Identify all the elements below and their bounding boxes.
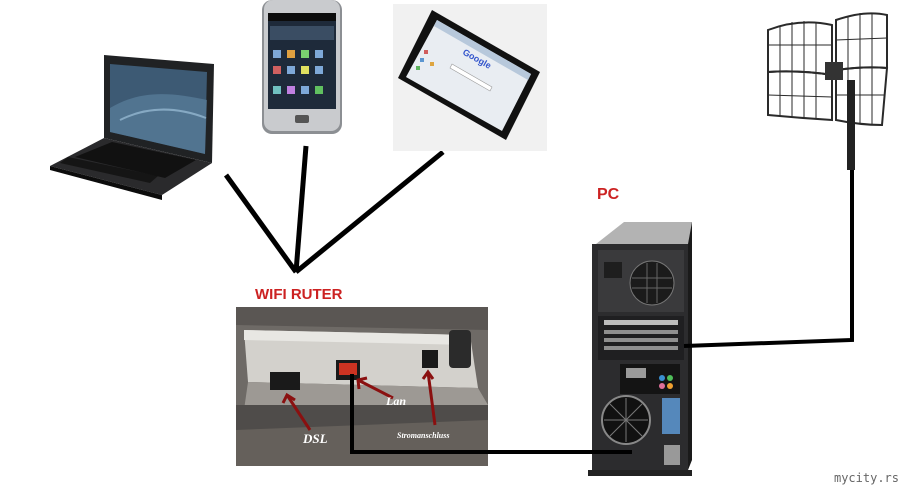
router-label: WIFI RUTER: [255, 286, 343, 303]
phone-link: [293, 145, 309, 273]
dsl-port: [270, 372, 300, 390]
router-photo: [236, 307, 488, 466]
tablet-link: [294, 150, 445, 274]
wifi-links: [223, 145, 445, 274]
tablet-icon: Google: [393, 4, 547, 151]
laptop-link: [223, 173, 299, 274]
power-port: [422, 350, 438, 368]
dsl-port-label: DSL: [303, 431, 328, 446]
lan-to-pc-cable: [350, 374, 632, 454]
pc-label: PC: [597, 186, 620, 203]
laptop-icon: [50, 55, 214, 200]
lan-port-label: Lan: [386, 394, 407, 408]
ethernet-cables: [350, 170, 854, 454]
smartphone-icon: [262, 0, 342, 134]
antenna-icon: [767, 12, 889, 170]
router-port-arrows: [281, 369, 437, 431]
power-port-label: Stromanschluss: [397, 431, 450, 440]
watermark: mycity.rs: [833, 471, 899, 485]
pc-tower-icon: [588, 222, 692, 476]
pc-to-antenna-cable: [683, 170, 854, 348]
